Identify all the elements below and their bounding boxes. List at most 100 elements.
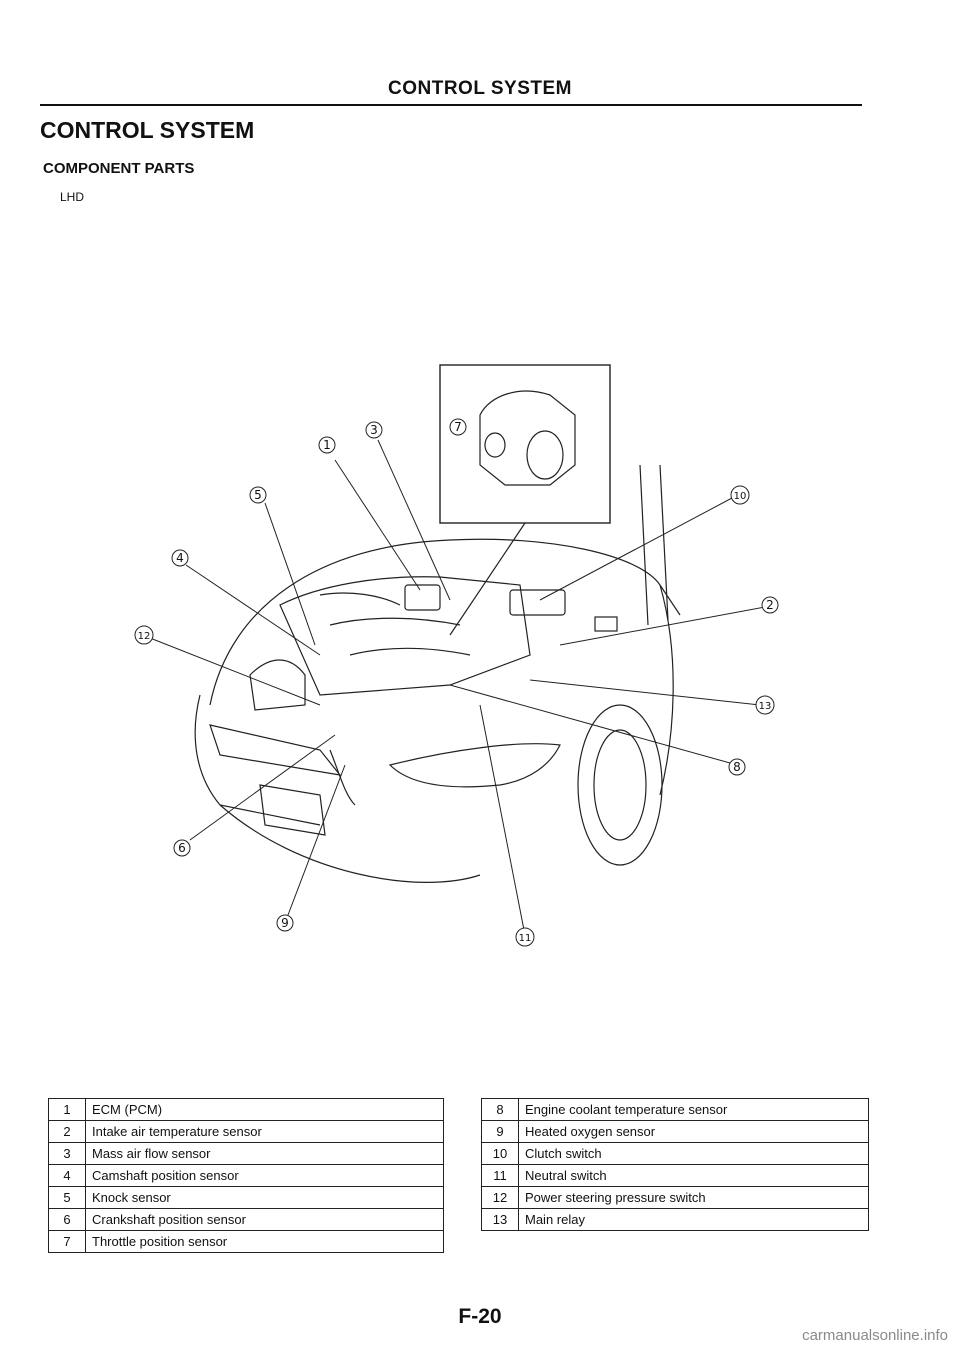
throttle-inset-frame [439,364,611,524]
svg-text:2: 2 [766,598,774,612]
callout-12: 12 [134,625,154,645]
part-number: 9 [481,1120,519,1143]
callout-4: 4 [171,549,189,567]
engine-bay-drawing: 1 2 3 4 5 6 7 8 9 10 11 12 13 [134,364,779,947]
svg-text:12: 12 [138,631,151,642]
leader-13 [529,679,761,706]
part-name: Clutch switch [518,1142,869,1165]
part-name: Main relay [518,1208,869,1231]
part-name: Neutral switch [518,1164,869,1187]
pillar-line-2 [659,464,669,621]
leader-1 [334,459,421,591]
callout-3: 3 [365,421,383,439]
part-number: 3 [48,1142,86,1165]
part-name: Crankshaft position sensor [85,1208,444,1231]
throttle-body [479,390,576,486]
leader-2 [559,606,766,646]
part-name: Heated oxygen sensor [518,1120,869,1143]
part-number: 2 [48,1120,86,1143]
callout-6: 6 [173,839,191,857]
leader-8 [449,684,731,764]
part-name: ECM (PCM) [85,1098,444,1121]
hood-edge [209,538,681,706]
fender-line [659,584,674,796]
part-name: Camshaft position sensor [85,1164,444,1187]
part-name: Engine coolant temperature sensor [518,1098,869,1121]
callout-7: 7 [449,418,467,436]
manifold [329,617,461,626]
part-number: 8 [481,1098,519,1121]
part-number: 12 [481,1186,519,1209]
callout-1: 1 [318,436,336,454]
svg-text:9: 9 [281,916,289,930]
plate-area [259,784,326,836]
callout-9: 9 [276,914,294,932]
leader-9 [287,764,346,916]
component-parts-heading: COMPONENT PARTS [43,160,195,177]
leader-10 [539,497,733,601]
ecm-box [404,584,441,611]
headlamp [388,743,561,788]
relay-box [594,616,618,632]
part-number: 1 [48,1098,86,1121]
inset-pointer [449,522,526,636]
part-name: Intake air temperature sensor [85,1120,444,1143]
leader-11 [479,704,525,931]
part-number: 7 [48,1230,86,1253]
svg-text:5: 5 [254,488,262,502]
svg-text:7: 7 [454,420,462,434]
part-name: Throttle position sensor [85,1230,444,1253]
manifold-2 [349,647,471,656]
svg-text:11: 11 [519,933,532,944]
svg-text:4: 4 [176,551,184,565]
callout-11: 11 [515,927,535,947]
svg-text:13: 13 [759,701,772,712]
callout-5: 5 [249,486,267,504]
leader-5 [264,502,316,646]
svg-text:6: 6 [178,841,186,855]
leader-12 [149,637,321,706]
battery-area [509,589,566,616]
leader-4 [185,564,321,656]
page-number: F-20 [458,1305,502,1328]
bumper-left [194,694,321,826]
callout-2: 2 [761,596,779,614]
svg-text:3: 3 [370,423,378,437]
watermark-link[interactable]: carmanualsonline.info [802,1327,948,1344]
part-number: 10 [481,1142,519,1165]
part-name: Power steering pressure switch [518,1186,869,1209]
engine-bay-illustration: 1 2 3 4 5 6 7 8 9 10 11 12 13 [120,355,820,955]
part-number: 13 [481,1208,519,1231]
engine-block [279,576,531,696]
tps-sensor [484,432,506,458]
throttle-bore [526,430,564,480]
intake-pipe [319,592,401,606]
callout-13: 13 [755,695,775,715]
part-number: 5 [48,1186,86,1209]
callout-10: 10 [730,485,750,505]
page-header-title: CONTROL SYSTEM [388,78,572,99]
section-title: CONTROL SYSTEM [40,117,255,143]
grille [209,724,342,776]
svg-text:1: 1 [323,438,331,452]
svg-text:8: 8 [733,760,741,774]
part-number: 4 [48,1164,86,1187]
exhaust-pipe [329,749,356,806]
drive-variant-label: LHD [60,190,85,204]
radiator-cap [249,659,306,711]
